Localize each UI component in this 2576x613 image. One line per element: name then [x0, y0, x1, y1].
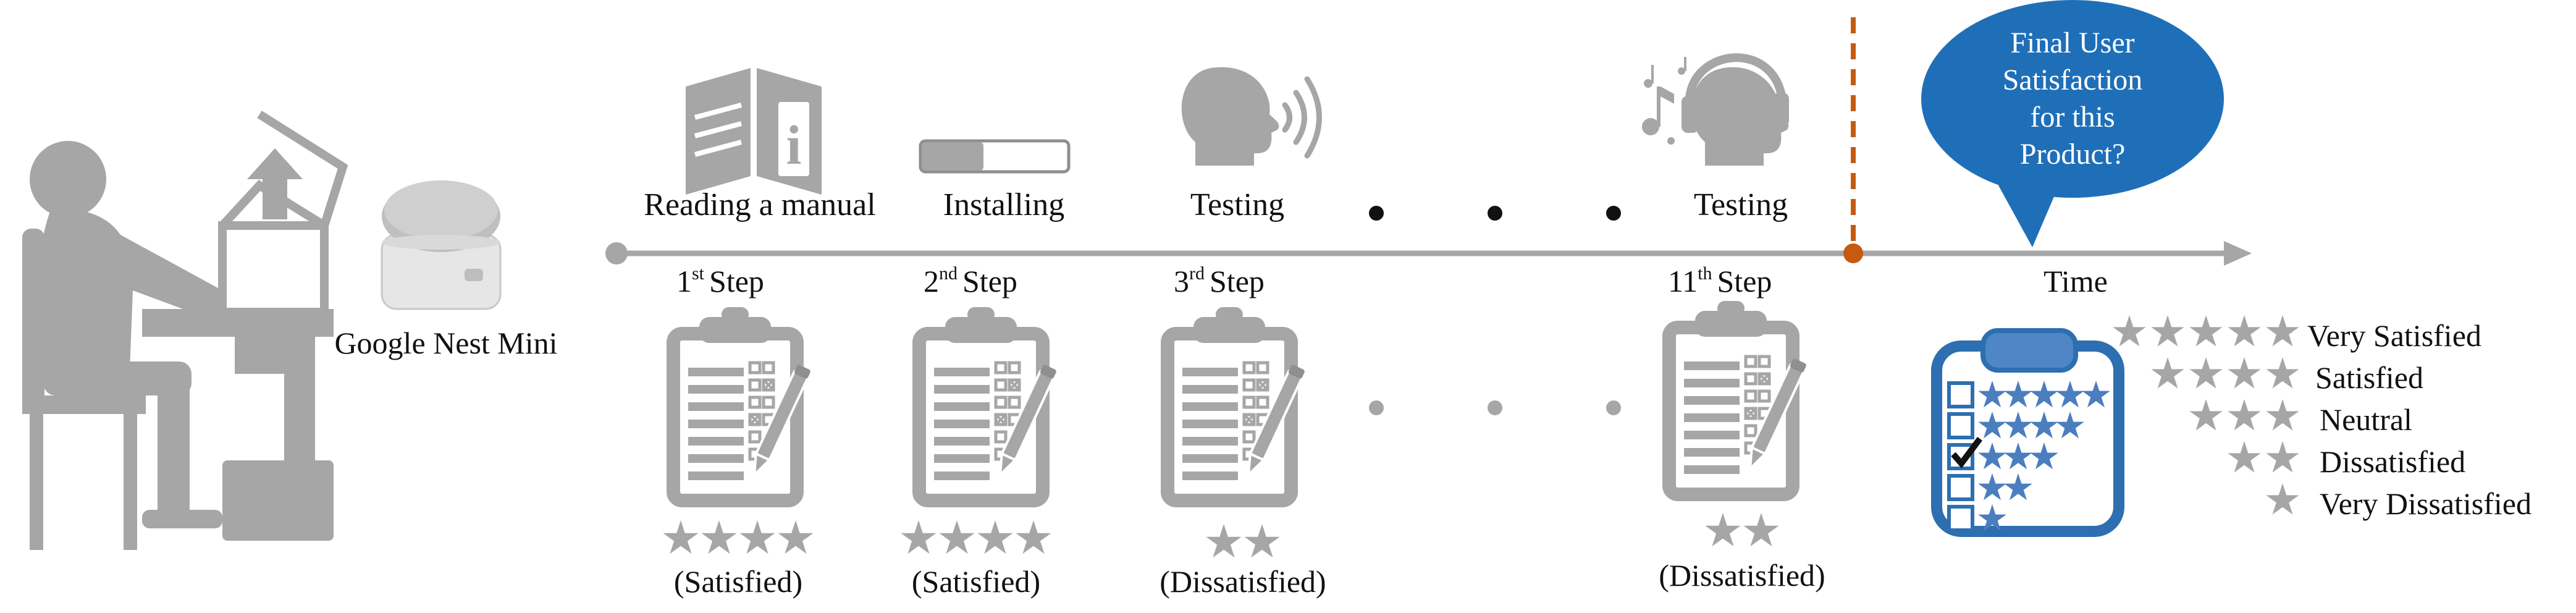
timeline-axis	[605, 241, 2252, 266]
legend-star-icon	[2113, 315, 2146, 347]
step-rating-label-1: (Satisfied)	[674, 564, 802, 599]
clipboard-icon	[1669, 301, 1807, 494]
legend	[2113, 315, 2299, 515]
rating-star-icon	[778, 520, 814, 554]
rating-star-icon	[1705, 513, 1741, 547]
ellipsis-dots-bottom	[1369, 400, 1621, 415]
step-rating-label-11: (Dissatisfied)	[1659, 558, 1825, 593]
rating-star-icon	[1244, 524, 1280, 558]
bubble-line-3: for this	[2030, 101, 2115, 133]
legend-label-very-dissatisfied: Very Dissatisfied	[2320, 486, 2532, 521]
manual-book-icon: i	[686, 68, 822, 195]
final-satisfaction-bubble: Final User Satisfaction for this Product…	[1921, 0, 2224, 247]
legend-star-icon	[2189, 315, 2223, 347]
speaking-head-icon	[1181, 67, 1322, 166]
legend-star-icon	[2228, 357, 2261, 389]
rating-star-icon	[663, 520, 699, 554]
bubble-line-1: Final User	[2010, 27, 2134, 59]
ellipsis-dots-top	[1369, 206, 1621, 221]
rating-star-icon	[939, 520, 975, 554]
legend-star-icon	[2266, 441, 2299, 473]
legend-star-icon	[2151, 357, 2184, 389]
bubble-line-4: Product?	[2020, 138, 2126, 171]
legend-star-icon	[2189, 399, 2223, 431]
time-axis-label: Time	[2044, 264, 2108, 298]
legend-label-satisfied: Satisfied	[2315, 360, 2423, 395]
person-at-desk-icon	[22, 111, 348, 550]
legend-star-icon	[2228, 315, 2261, 347]
legend-star-icon	[2266, 483, 2299, 515]
activity-label-testing-2: Testing	[1694, 187, 1788, 222]
clipboard-icon	[919, 307, 1057, 501]
legend-star-icon	[2266, 399, 2299, 431]
bubble-line-2: Satisfaction	[2003, 64, 2143, 96]
activity-label-testing-1: Testing	[1190, 187, 1284, 222]
clipboard-icon	[1168, 307, 1305, 501]
rating-star-icon	[977, 520, 1013, 554]
step-rating-label-3: (Dissatisfied)	[1160, 564, 1326, 599]
step-ratings	[663, 513, 1779, 558]
legend-star-icon	[2266, 357, 2299, 389]
legend-star-icon	[2266, 315, 2299, 347]
activity-label-reading: Reading a manual	[644, 187, 875, 222]
legend-label-very-satisfied: Very Satisfied	[2307, 318, 2481, 353]
rating-star-icon	[1743, 513, 1779, 547]
activity-label-installing: Installing	[943, 187, 1064, 222]
clipboard-icon	[673, 307, 811, 501]
google-nest-mini-icon	[381, 180, 502, 310]
rating-star-icon	[1206, 524, 1242, 558]
rating-star-icon	[1016, 520, 1051, 554]
legend-star-icon	[2228, 399, 2261, 431]
product-label: Google Nest Mini	[334, 326, 557, 360]
final-rating-clipboard-icon	[1931, 328, 2124, 537]
headphones-music-icon	[1642, 53, 1789, 166]
svg-text:i: i	[786, 115, 801, 176]
rating-star-icon	[739, 520, 775, 554]
legend-star-icon	[2189, 357, 2223, 389]
current-time-marker	[1843, 17, 1863, 263]
rating-star-icon	[901, 520, 937, 554]
rating-star-icon	[701, 520, 737, 554]
installing-bar-icon	[919, 139, 1071, 174]
legend-label-neutral: Neutral	[2320, 402, 2412, 437]
legend-star-icon	[2228, 441, 2261, 473]
legend-label-dissatisfied: Dissatisfied	[2320, 444, 2465, 479]
legend-star-icon	[2151, 315, 2184, 347]
step-rating-label-2: (Satisfied)	[912, 564, 1040, 599]
